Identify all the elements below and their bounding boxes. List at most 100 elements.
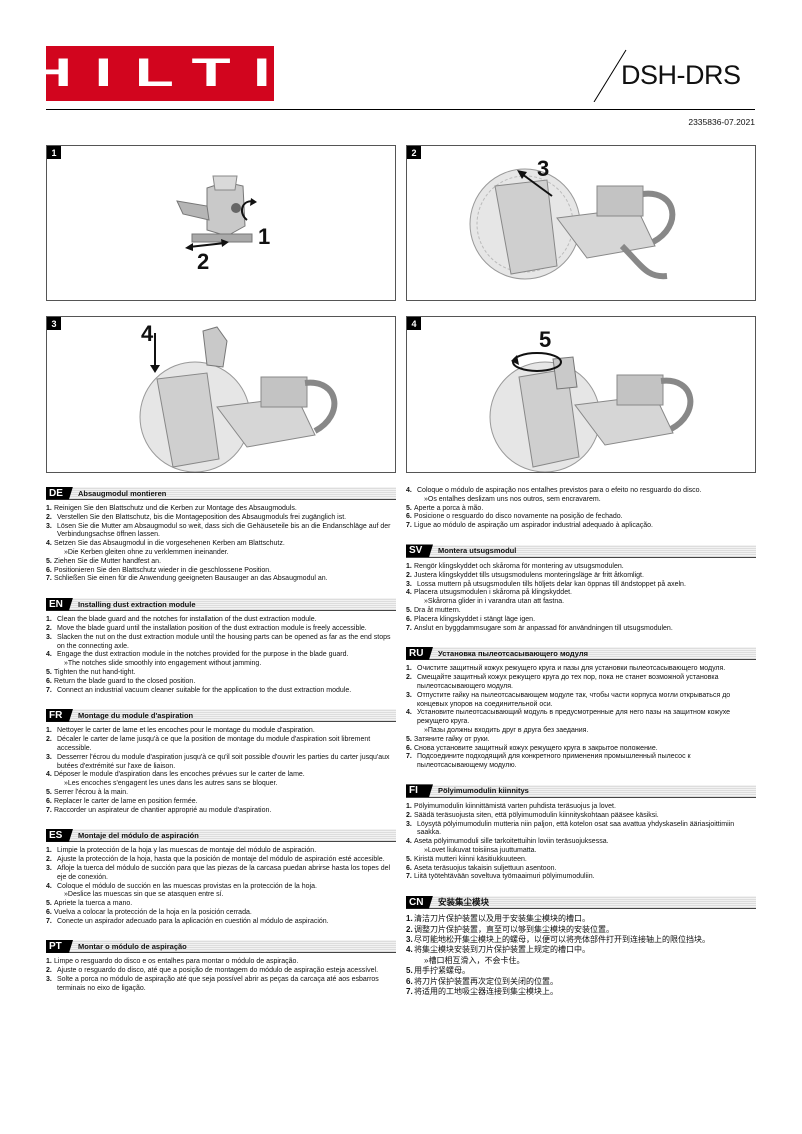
lang-tag: DE — [46, 486, 73, 500]
step-number: 1. — [406, 665, 412, 673]
step: 2. Ajuste o resguardo do disco, até que a… — [46, 967, 396, 976]
callout-5: 5 — [539, 327, 552, 352]
section-cn: CN 安装集尘模块 1.清洁刀片保护装置以及用于安装集尘模块的槽口。 2.调整刀… — [406, 895, 756, 997]
step: 7.将适用的工地吸尘器连接到集尘模块上。 — [406, 987, 756, 997]
step-text: Nettoyer le carter de lame et les encoch… — [57, 727, 315, 735]
step: 1.Nettoyer le carter de lame et les enco… — [46, 727, 396, 736]
figure-number: 3 — [47, 317, 61, 330]
model-name: DSH-DRS — [621, 60, 741, 90]
section-header: ES Montaje del módulo de aspiración — [46, 828, 396, 843]
section-title: Установка пылеотсасывающего модуля — [438, 648, 588, 658]
step-number: 2. — [46, 967, 52, 975]
step: 6.Positionieren Sie den Blattschutz wied… — [46, 567, 396, 576]
step-number: 5. — [46, 668, 52, 676]
step: 3.尽可能地松开集尘模块上的螺母，以便可以将壳体部件打开到连接轴上的限位挡块。 — [406, 935, 756, 945]
step-text: Kiristä mutteri kiinni käsitiukkuuteen. — [414, 855, 527, 863]
step-number: 7. — [406, 522, 412, 530]
step-text: 尽可能地松开集尘模块上的螺母，以便可以将壳体部件打开到连接轴上的限位挡块。 — [414, 934, 710, 944]
step-text: Conecte un aspirador adecuado para la ap… — [57, 917, 329, 925]
step: 3.Desserrer l'écrou du module d'aspirati… — [46, 754, 396, 772]
section-header: FR Montage du module d'aspiration — [46, 708, 396, 723]
step-number: 6. — [406, 976, 413, 986]
step: 5.Ziehen Sie die Mutter handfest an. — [46, 558, 396, 567]
step-number: 2. — [46, 513, 52, 521]
step: 2.Säädä teräsuojusta siten, että pölyimu… — [406, 812, 756, 821]
step-number: 7. — [46, 686, 52, 694]
step: 5.Kiristä mutteri kiinni käsitiukkuuteen… — [406, 856, 756, 865]
step-text: 调整刀片保护装置，直至可以够到集尘模块的安装位置。 — [414, 924, 614, 934]
step-list: 4.Coloque o módulo de aspiração nos enta… — [406, 487, 756, 531]
section-title: Montaje del módulo de aspiración — [78, 830, 199, 840]
step: 4. Coloque el módulo de succión en las mu… — [46, 883, 396, 892]
step-number: 5. — [406, 606, 412, 614]
step-number: 2. — [46, 624, 52, 632]
step: 3.Solte a porca no módulo de aspiração a… — [46, 976, 396, 994]
step-text: Coloque el módulo de succión en las mues… — [57, 882, 317, 890]
step-text: Décaler le carter de lame jusqu'à ce que… — [57, 736, 371, 752]
step-number: 7. — [46, 917, 52, 925]
step: 6.将刀片保护装置再次定位到关闭的位置。 — [406, 977, 756, 987]
lang-tag: CN — [406, 895, 433, 909]
step-text: Отпустите гайку на пылеотсасывающем моду… — [417, 691, 731, 708]
step-number: 7. — [406, 624, 412, 632]
step-number: 7. — [46, 806, 52, 814]
step: 3.Slacken the nut on the dust extraction… — [46, 634, 396, 652]
step-number: 1. — [46, 847, 52, 855]
step: 4.Placera utsugsmodulen i skårorna på kl… — [406, 589, 756, 598]
step-note: »The notches slide smoothly into engagem… — [46, 660, 396, 669]
saw-illustration — [469, 168, 676, 280]
step: 1.Очистите защитный кожух режущего круга… — [406, 665, 756, 674]
section-ru: RU Установка пылеотсасывающего модуля 1.… — [406, 646, 756, 771]
section-title: Absaugmodul montieren — [78, 488, 167, 498]
section-fr: FR Montage du module d'aspiration 1.Nett… — [46, 708, 396, 815]
step-text: Verstellen Sie den Blattschutz, bis die … — [57, 513, 347, 521]
step-note: »Skårorna glider in i varandra utan att … — [406, 598, 756, 607]
step-number: 6. — [406, 864, 412, 872]
step-text: Serrer l'écrou à la main. — [54, 788, 129, 796]
lang-tag: ES — [46, 828, 73, 842]
step-number: 2. — [46, 736, 52, 744]
step-number: 3. — [46, 633, 52, 641]
figure-2: 2 3 — [406, 145, 756, 301]
step-number: 7. — [406, 986, 413, 996]
section-header: PT Montar o módulo de aspiração — [46, 939, 396, 954]
step-number: 7. — [406, 753, 412, 761]
step-number: 4. — [46, 882, 52, 890]
step-text: Ajuste o resguardo do disco, até que a p… — [57, 967, 379, 975]
step-number: 3. — [46, 976, 52, 984]
section-title: Pölyimumodulin kiinnitys — [438, 786, 529, 796]
step: 5.Apriete la tuerca a mano. — [46, 900, 396, 909]
step-number: 6. — [46, 677, 52, 685]
step-text: Затяните гайку от руки. — [414, 735, 490, 743]
section-en: EN Installing dust extraction module 1.C… — [46, 597, 396, 695]
step: 6.Replacer le carter de lame en position… — [46, 798, 396, 807]
step-number: 4. — [46, 771, 52, 779]
figure-number: 2 — [407, 146, 421, 159]
step: 6.Снова установите защитный кожух режуще… — [406, 745, 756, 754]
step-text: Aseta pölyimumoduli sille tarkoitettuihi… — [414, 838, 609, 846]
step-text: Positionieren Sie den Blattschutz wieder… — [54, 566, 272, 574]
step-text: »Skårorna glider in i varandra utan att … — [424, 598, 565, 606]
step: 4.Coloque o módulo de aspiração nos enta… — [406, 487, 756, 496]
callout-2: 2 — [197, 249, 210, 274]
step: 2. Verstellen Sie den Blattschutz, bis di… — [46, 514, 396, 523]
step-number: 5. — [46, 557, 52, 565]
section-title: Montar o módulo de aspiração — [78, 941, 187, 951]
step-note: »Les encoches s'engagent les unes dans l… — [46, 780, 396, 789]
figure-number: 4 — [407, 317, 421, 330]
step-text: Anslut en byggdammsugare som är anpassad… — [414, 624, 673, 632]
section-fi: FI Pölyimumodulin kiinnitys 1.Pölyimumod… — [406, 784, 756, 882]
step: 4.Setzen Sie das Absaugmodul in die vorg… — [46, 540, 396, 549]
step-number: 4. — [46, 540, 52, 548]
step-text: »Пазы должны входить друг в друга без за… — [424, 726, 589, 734]
step-note: »Os entalhes deslizam uns nos outros, se… — [406, 496, 756, 505]
step-text: Posicione o resguardo do disco novamente… — [414, 513, 623, 521]
section-title: Installing dust extraction module — [78, 599, 196, 609]
step-list: 1.Limpie la protección de la hoja y las … — [46, 847, 396, 926]
step-number: 2. — [406, 674, 412, 682]
step-text: Vuelva a colocar la protección de la hoj… — [54, 908, 252, 916]
step-text: Lösen Sie die Mutter am Absaugmodul so w… — [57, 522, 391, 539]
step: 7.Liitä työtehtävään soveltuva työmaaimu… — [406, 873, 756, 882]
step-text: 将适用的工地吸尘器连接到集尘模块上。 — [414, 986, 558, 996]
step-number: 6. — [406, 744, 412, 752]
